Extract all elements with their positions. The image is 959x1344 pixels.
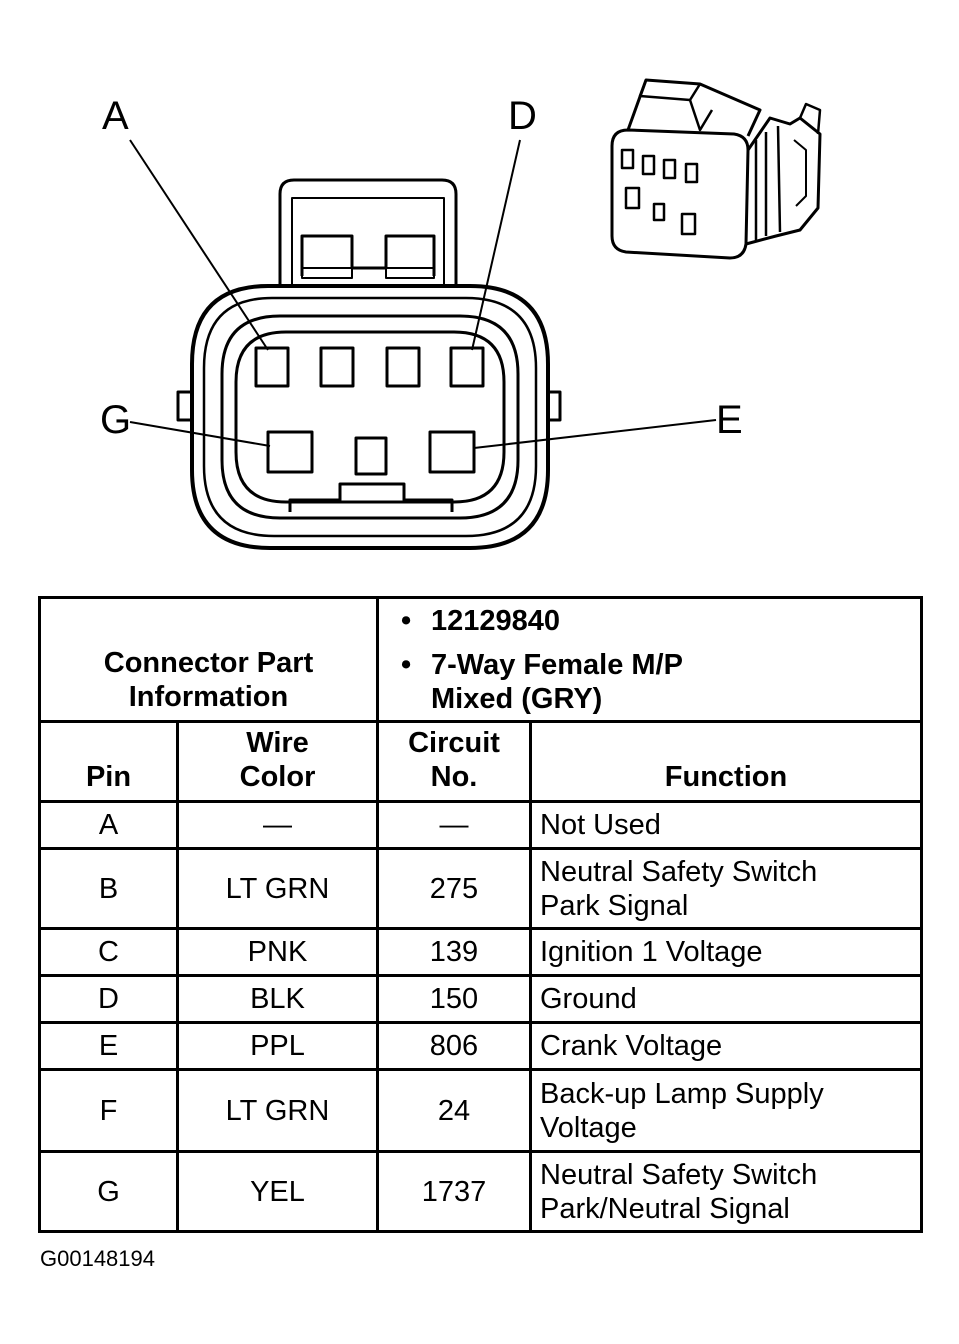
figure-id: G00148194	[40, 1246, 155, 1271]
table-header-row: Pin Wire Color Circuit No. Function	[38, 720, 923, 803]
table-row: F LT GRN 24 Back-up Lamp Supply Voltage	[38, 1068, 923, 1153]
part-number: 12129840	[401, 604, 920, 638]
circuit-cell: 806	[376, 1021, 532, 1071]
table-row: G YEL 1737 Neutral Safety Switch Park/Ne…	[38, 1150, 923, 1233]
function-cell: Not Used	[529, 800, 923, 850]
pin-e-callout: E	[716, 398, 743, 442]
wire-color-cell: PNK	[176, 927, 379, 977]
pin-g-callout: G	[100, 398, 132, 442]
circuit-cell: 1737	[376, 1150, 532, 1233]
connector-diagram: A D G E	[0, 0, 959, 590]
connector-info-row: Connector Part Information 12129840 7-Wa…	[38, 596, 923, 723]
pin-a-callout: A	[102, 94, 129, 138]
connector-description: 7-Way Female M/P Mixed (GRY)	[401, 648, 751, 716]
pin-cell: B	[38, 847, 179, 930]
table-row: C PNK 139 Ignition 1 Voltage	[38, 927, 923, 977]
pin-cell: D	[38, 974, 179, 1024]
col-header-function: Function	[529, 720, 923, 803]
function-cell: Back-up Lamp Supply Voltage	[529, 1068, 923, 1153]
pin-cell: A	[38, 800, 179, 850]
col-header-wire-color: Wire Color	[176, 720, 379, 803]
pin-d-callout: D	[508, 94, 537, 138]
wire-color-cell: LT GRN	[176, 1068, 379, 1153]
circuit-cell: 275	[376, 847, 532, 930]
table-row: A — — Not Used	[38, 800, 923, 850]
function-cell: Ignition 1 Voltage	[529, 927, 923, 977]
pin-cell: E	[38, 1021, 179, 1071]
connector-iso-view	[610, 78, 822, 260]
connector-table: Connector Part Information 12129840 7-Wa…	[38, 596, 923, 1233]
wire-color-cell: LT GRN	[176, 847, 379, 930]
table-row: E PPL 806 Crank Voltage	[38, 1021, 923, 1071]
function-cell: Neutral Safety Switch Park/Neutral Signa…	[529, 1150, 923, 1233]
circuit-cell: 24	[376, 1068, 532, 1153]
pin-cell: G	[38, 1150, 179, 1233]
circuit-cell: —	[376, 800, 532, 850]
circuit-cell: 150	[376, 974, 532, 1024]
pin-cell: F	[38, 1068, 179, 1153]
function-cell: Crank Voltage	[529, 1021, 923, 1071]
wire-color-cell: PPL	[176, 1021, 379, 1071]
col-header-circuit: Circuit No.	[376, 720, 532, 803]
pin-cell: C	[38, 927, 179, 977]
connector-info-label: Connector Part Information	[38, 596, 379, 723]
wire-color-cell: —	[176, 800, 379, 850]
col-header-pin: Pin	[38, 720, 179, 803]
function-cell: Neutral Safety Switch Park Signal	[529, 847, 923, 930]
function-cell: Ground	[529, 974, 923, 1024]
wire-color-cell: BLK	[176, 974, 379, 1024]
connector-face-drawing	[129, 78, 822, 550]
table-row: D BLK 150 Ground	[38, 974, 923, 1024]
table-row: B LT GRN 275 Neutral Safety Switch Park …	[38, 847, 923, 930]
connector-info-values: 12129840 7-Way Female M/P Mixed (GRY)	[376, 596, 923, 723]
wire-color-cell: YEL	[176, 1150, 379, 1233]
circuit-cell: 139	[376, 927, 532, 977]
